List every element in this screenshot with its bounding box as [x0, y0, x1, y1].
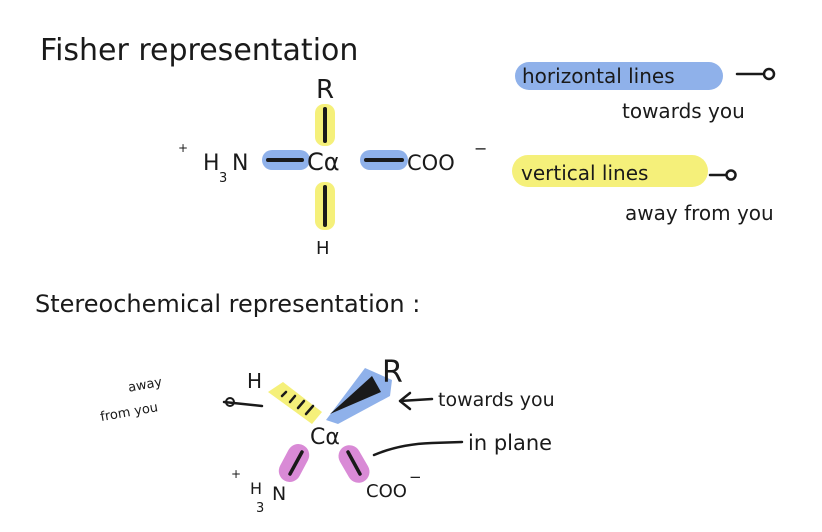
annotation-away-line2: from you [99, 400, 159, 425]
legend-vertical-arrow-head [725, 169, 737, 181]
stereo-heading: Stereochemical representation : [35, 290, 420, 318]
dashed-bond-highlight [268, 382, 322, 424]
legend-horizontal-highlight [515, 62, 723, 90]
stereo-amine-h: H [250, 479, 262, 498]
legend-vertical-label: vertical lines [521, 161, 648, 185]
annotation-away-arrow [222, 400, 264, 408]
stereo-amine-subscript: 3 [256, 501, 264, 516]
legend-horizontal-meaning: towards you [622, 99, 745, 123]
legend-horizontal-arrow-head [762, 67, 776, 81]
stereo-carboxylate-charge: − [409, 468, 422, 486]
carboxylate-bond [346, 450, 362, 476]
annotation-away-line1: away [127, 375, 164, 396]
fisher-amine-h: H [203, 151, 220, 176]
annotation-plane-line [372, 440, 464, 457]
stereo-amine-n: N [272, 483, 286, 505]
legend-vertical-meaning: away from you [625, 201, 774, 225]
fisher-alpha-carbon: Cα [307, 148, 340, 176]
fisher-amine-n: N [232, 151, 248, 176]
amine-bond-highlight [278, 444, 310, 482]
fisher-amine-charge: + [178, 141, 188, 155]
stereo-r-group: R [382, 355, 403, 390]
annotation-towards: towards you [438, 389, 555, 411]
dashed-bond [280, 390, 315, 416]
fisher-r-group: R [316, 75, 334, 105]
legend-vertical-highlight [512, 155, 708, 187]
fisher-carboxylate-charge: − [474, 139, 487, 158]
stereo-carboxylate: COO [366, 481, 407, 502]
legend-horizontal-label: horizontal lines [522, 64, 675, 88]
amine-bond [288, 450, 304, 476]
annotation-away-arrow-tail [225, 397, 235, 407]
wedge-bond [330, 376, 381, 414]
fisher-amine-subscript: 3 [219, 171, 227, 186]
stereo-amine-charge: + [231, 467, 241, 481]
stereo-alpha-carbon: Cα [310, 425, 340, 450]
fisher-hydrogen: H [316, 238, 330, 259]
stereo-hydrogen: H [247, 369, 262, 393]
fisher-carboxylate: COO [407, 151, 455, 175]
annotation-towards-arrow [398, 391, 434, 411]
annotation-plane: in plane [468, 431, 552, 455]
fisher-heading: Fisher representation [40, 33, 358, 68]
